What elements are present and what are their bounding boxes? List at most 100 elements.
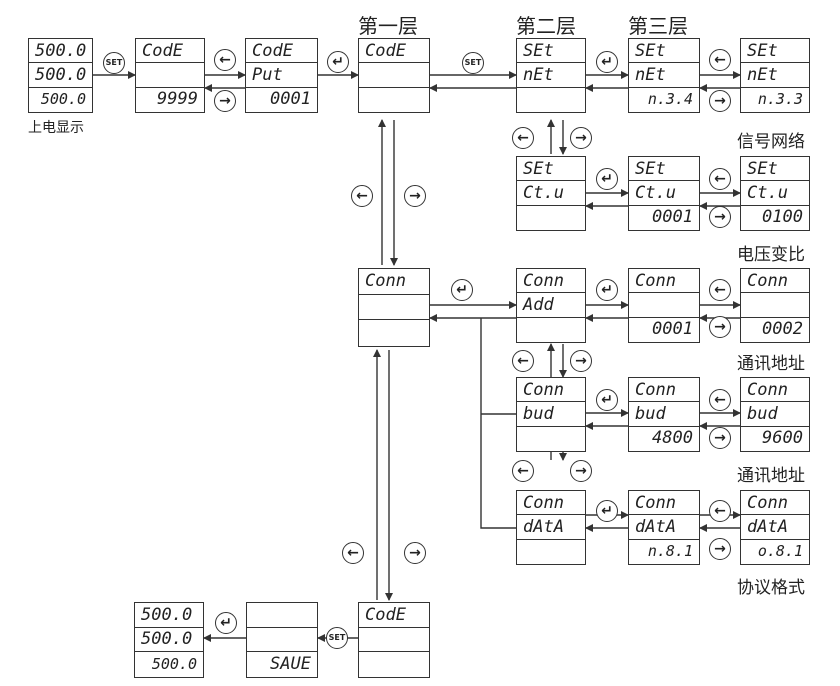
display-divider [517, 86, 585, 88]
display-row-1: Conn [635, 492, 676, 513]
display-row-1 [247, 603, 317, 628]
display-row-2 [136, 63, 204, 87]
header-layer-3: 第三层 [628, 14, 688, 38]
enter-key-icon: ↵ [327, 51, 349, 73]
display-divider [359, 651, 429, 653]
display-row-3: 0001 [270, 89, 311, 110]
display-row-2: Add [523, 294, 554, 315]
left-key-icon: ← [512, 350, 534, 372]
display-row-3 [517, 206, 585, 230]
set-key-icon: SET [462, 52, 484, 74]
display-divider [29, 62, 92, 64]
display-row-2: nEt [635, 64, 666, 85]
caption-baud-rate: 通讯地址 [737, 466, 805, 486]
display-divider [741, 204, 809, 206]
left-key-icon: ← [512, 460, 534, 482]
display-row-1: Conn [747, 492, 788, 513]
enter-key-icon: ↵ [596, 500, 618, 522]
display-divider [741, 538, 809, 540]
display-row-2: nEt [747, 64, 778, 85]
display-row-2: bud [747, 403, 778, 424]
display-divider [359, 319, 429, 321]
display-row-3: n.8.1 [647, 542, 693, 561]
display-divider [629, 316, 699, 318]
display-divider [629, 86, 699, 88]
right-key-icon: → [709, 206, 731, 228]
display-row-3 [517, 88, 585, 112]
display-row-3: 9600 [762, 428, 803, 449]
display-row-1: Conn [635, 270, 676, 291]
display-divider [741, 292, 809, 294]
display-divider [517, 180, 585, 182]
display-divider [517, 425, 585, 427]
display-row-2 [629, 293, 699, 317]
display-layer1-code-bottom: CodE [358, 602, 430, 678]
display-divider [517, 316, 585, 318]
display-divider [629, 62, 699, 64]
display-row-3: 0100 [762, 207, 803, 228]
display-divider [136, 86, 204, 88]
enter-key-icon: ↵ [451, 279, 473, 301]
display-row-3 [359, 320, 429, 346]
right-key-icon: → [709, 316, 731, 338]
display-divider [247, 626, 317, 628]
display-row-2: dAtA [747, 516, 788, 537]
display-divider [359, 86, 429, 88]
right-key-icon: → [570, 460, 592, 482]
display-row-1: 500.0 [141, 604, 193, 625]
display-row-1: SEt [523, 158, 554, 179]
display-row-1: SEt [635, 40, 666, 61]
display-conn-bud-result: Conn bud 9600 [740, 377, 810, 452]
display-row-2: dAtA [523, 516, 564, 537]
display-row-1: Conn [747, 379, 788, 400]
set-key-icon: SET [103, 52, 125, 74]
display-row-3 [359, 88, 429, 112]
header-layer-2: 第二层 [516, 14, 576, 38]
display-divider [741, 425, 809, 427]
display-row-1: SEt [635, 158, 666, 179]
display-row-2 [359, 295, 429, 321]
display-divider [741, 401, 809, 403]
display-row-3: n.3.3 [757, 90, 803, 109]
display-row-2: Ct.u [635, 182, 676, 203]
display-row-1: Conn [523, 379, 564, 400]
set-key-icon: SET [326, 627, 348, 649]
display-row-3 [517, 427, 585, 451]
display-divider [136, 62, 204, 64]
caption-comm-address: 通讯地址 [737, 354, 805, 374]
display-divider [629, 514, 699, 516]
left-key-icon: ← [512, 127, 534, 149]
display-divider [741, 180, 809, 182]
display-row-2: Ct.u [523, 182, 564, 203]
display-row-2: 500.0 [35, 64, 87, 85]
display-row-1: Conn [635, 379, 676, 400]
display-row-1: 500.0 [35, 40, 87, 61]
display-divider [629, 180, 699, 182]
display-row-1: CodE [365, 604, 406, 625]
display-row-1: Conn [523, 492, 564, 513]
display-row-2: Ct.u [747, 182, 788, 203]
display-divider [359, 293, 429, 295]
display-row-3 [517, 318, 585, 342]
left-key-icon: ← [709, 49, 731, 71]
display-row-3: 0001 [652, 207, 693, 228]
display-divider [246, 86, 317, 88]
display-divider [741, 86, 809, 88]
display-row-2: bud [635, 403, 666, 424]
left-key-icon: ← [351, 185, 373, 207]
display-conn-data: Conn dAtA [516, 490, 586, 565]
caption-protocol-format: 协议格式 [737, 578, 805, 598]
display-divider [517, 204, 585, 206]
display-divider [741, 514, 809, 516]
